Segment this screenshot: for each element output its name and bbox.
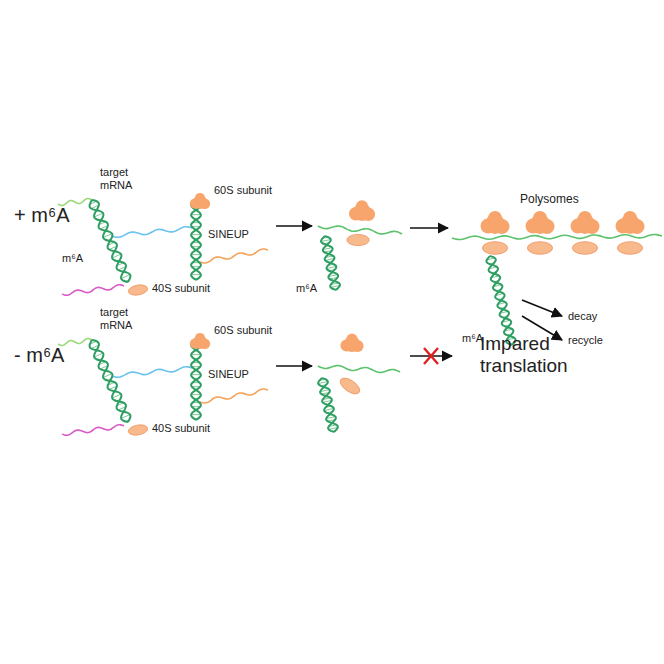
process-arrow xyxy=(276,225,312,227)
rna-strand xyxy=(112,227,192,238)
helix-strand xyxy=(321,236,340,290)
rna-strand xyxy=(200,249,268,263)
part-label: target mRNA xyxy=(100,306,146,331)
base-pair xyxy=(191,374,201,375)
large-subunit xyxy=(526,211,555,234)
helix-strand xyxy=(320,378,336,432)
small-subunit xyxy=(572,242,597,255)
process-arrow xyxy=(276,365,312,367)
large-subunit xyxy=(481,211,510,234)
helix-strand xyxy=(90,200,131,282)
ribosome-lobe xyxy=(623,211,637,225)
helix-strand xyxy=(318,378,338,432)
initiation-group xyxy=(276,200,448,290)
ribosome-lobe xyxy=(488,211,502,225)
target-mrna xyxy=(318,366,400,373)
part-label: 40S subunit xyxy=(152,282,210,295)
part-label: m⁶A xyxy=(62,252,83,265)
part-label: decay xyxy=(568,310,597,323)
ribosome-lobe xyxy=(346,334,357,345)
complex-group xyxy=(58,193,268,297)
part-label: m⁶A xyxy=(462,332,483,345)
helix-strand xyxy=(486,256,515,345)
base-pair xyxy=(191,274,201,275)
helix-strand xyxy=(90,340,131,422)
rna-strand xyxy=(112,367,192,378)
large-subunit xyxy=(571,211,600,234)
ribosome-lobe xyxy=(195,193,205,203)
part-label: recycle xyxy=(568,334,603,347)
helix-strand xyxy=(92,200,128,282)
ribosome-lobe xyxy=(195,333,205,343)
part-label: 60S subunit xyxy=(214,324,272,337)
part-label: Polysomes xyxy=(520,193,579,207)
base-pair xyxy=(191,234,201,235)
small-subunit xyxy=(338,375,363,397)
part-label: SINEUP xyxy=(208,368,249,381)
impaired-group xyxy=(276,334,452,432)
block-cross xyxy=(424,348,438,364)
helix-strand xyxy=(92,340,128,422)
target-mrna xyxy=(318,226,402,234)
outcome-label: Impared translation xyxy=(480,333,620,377)
base-pair xyxy=(191,394,201,395)
small-subunit xyxy=(482,242,507,255)
small-subunit xyxy=(127,283,148,296)
rna-strand xyxy=(62,425,124,436)
helix-strand xyxy=(191,200,201,280)
part-label: m⁶A xyxy=(296,282,317,295)
part-label: target mRNA xyxy=(100,166,146,191)
rna-strand xyxy=(200,389,268,403)
helix-strand xyxy=(323,236,338,290)
rna-strand xyxy=(62,285,124,296)
part-label: 60S subunit xyxy=(214,184,272,197)
base-pair xyxy=(191,254,201,255)
base-pair xyxy=(191,354,201,355)
large-subunit xyxy=(190,193,210,209)
small-subunit xyxy=(527,242,552,255)
ribosome-lobe xyxy=(578,211,592,225)
condition-label: - m⁶A xyxy=(14,344,64,367)
condition-label: + m⁶A xyxy=(14,204,69,227)
ribosome-lobe xyxy=(533,211,547,225)
polysome-group xyxy=(452,211,662,345)
base-pair xyxy=(191,214,201,215)
large-subunit xyxy=(190,333,210,349)
helix-strand xyxy=(191,200,201,280)
process-arrow xyxy=(522,300,562,316)
process-arrow xyxy=(410,227,448,229)
small-subunit xyxy=(347,234,369,245)
large-subunit xyxy=(349,200,375,221)
base-pair xyxy=(191,414,201,415)
part-label: SINEUP xyxy=(208,228,249,241)
helix-strand xyxy=(191,340,201,420)
small-subunit xyxy=(617,242,642,255)
target-mrna xyxy=(452,234,662,239)
helix-strand xyxy=(191,340,201,420)
large-subunit xyxy=(616,211,645,234)
ribosome-lobe xyxy=(356,200,369,213)
large-subunit xyxy=(340,334,363,352)
small-subunit xyxy=(127,423,148,436)
helix-strand xyxy=(489,256,514,345)
part-label: 40S subunit xyxy=(152,422,210,435)
complex-group xyxy=(58,333,268,437)
